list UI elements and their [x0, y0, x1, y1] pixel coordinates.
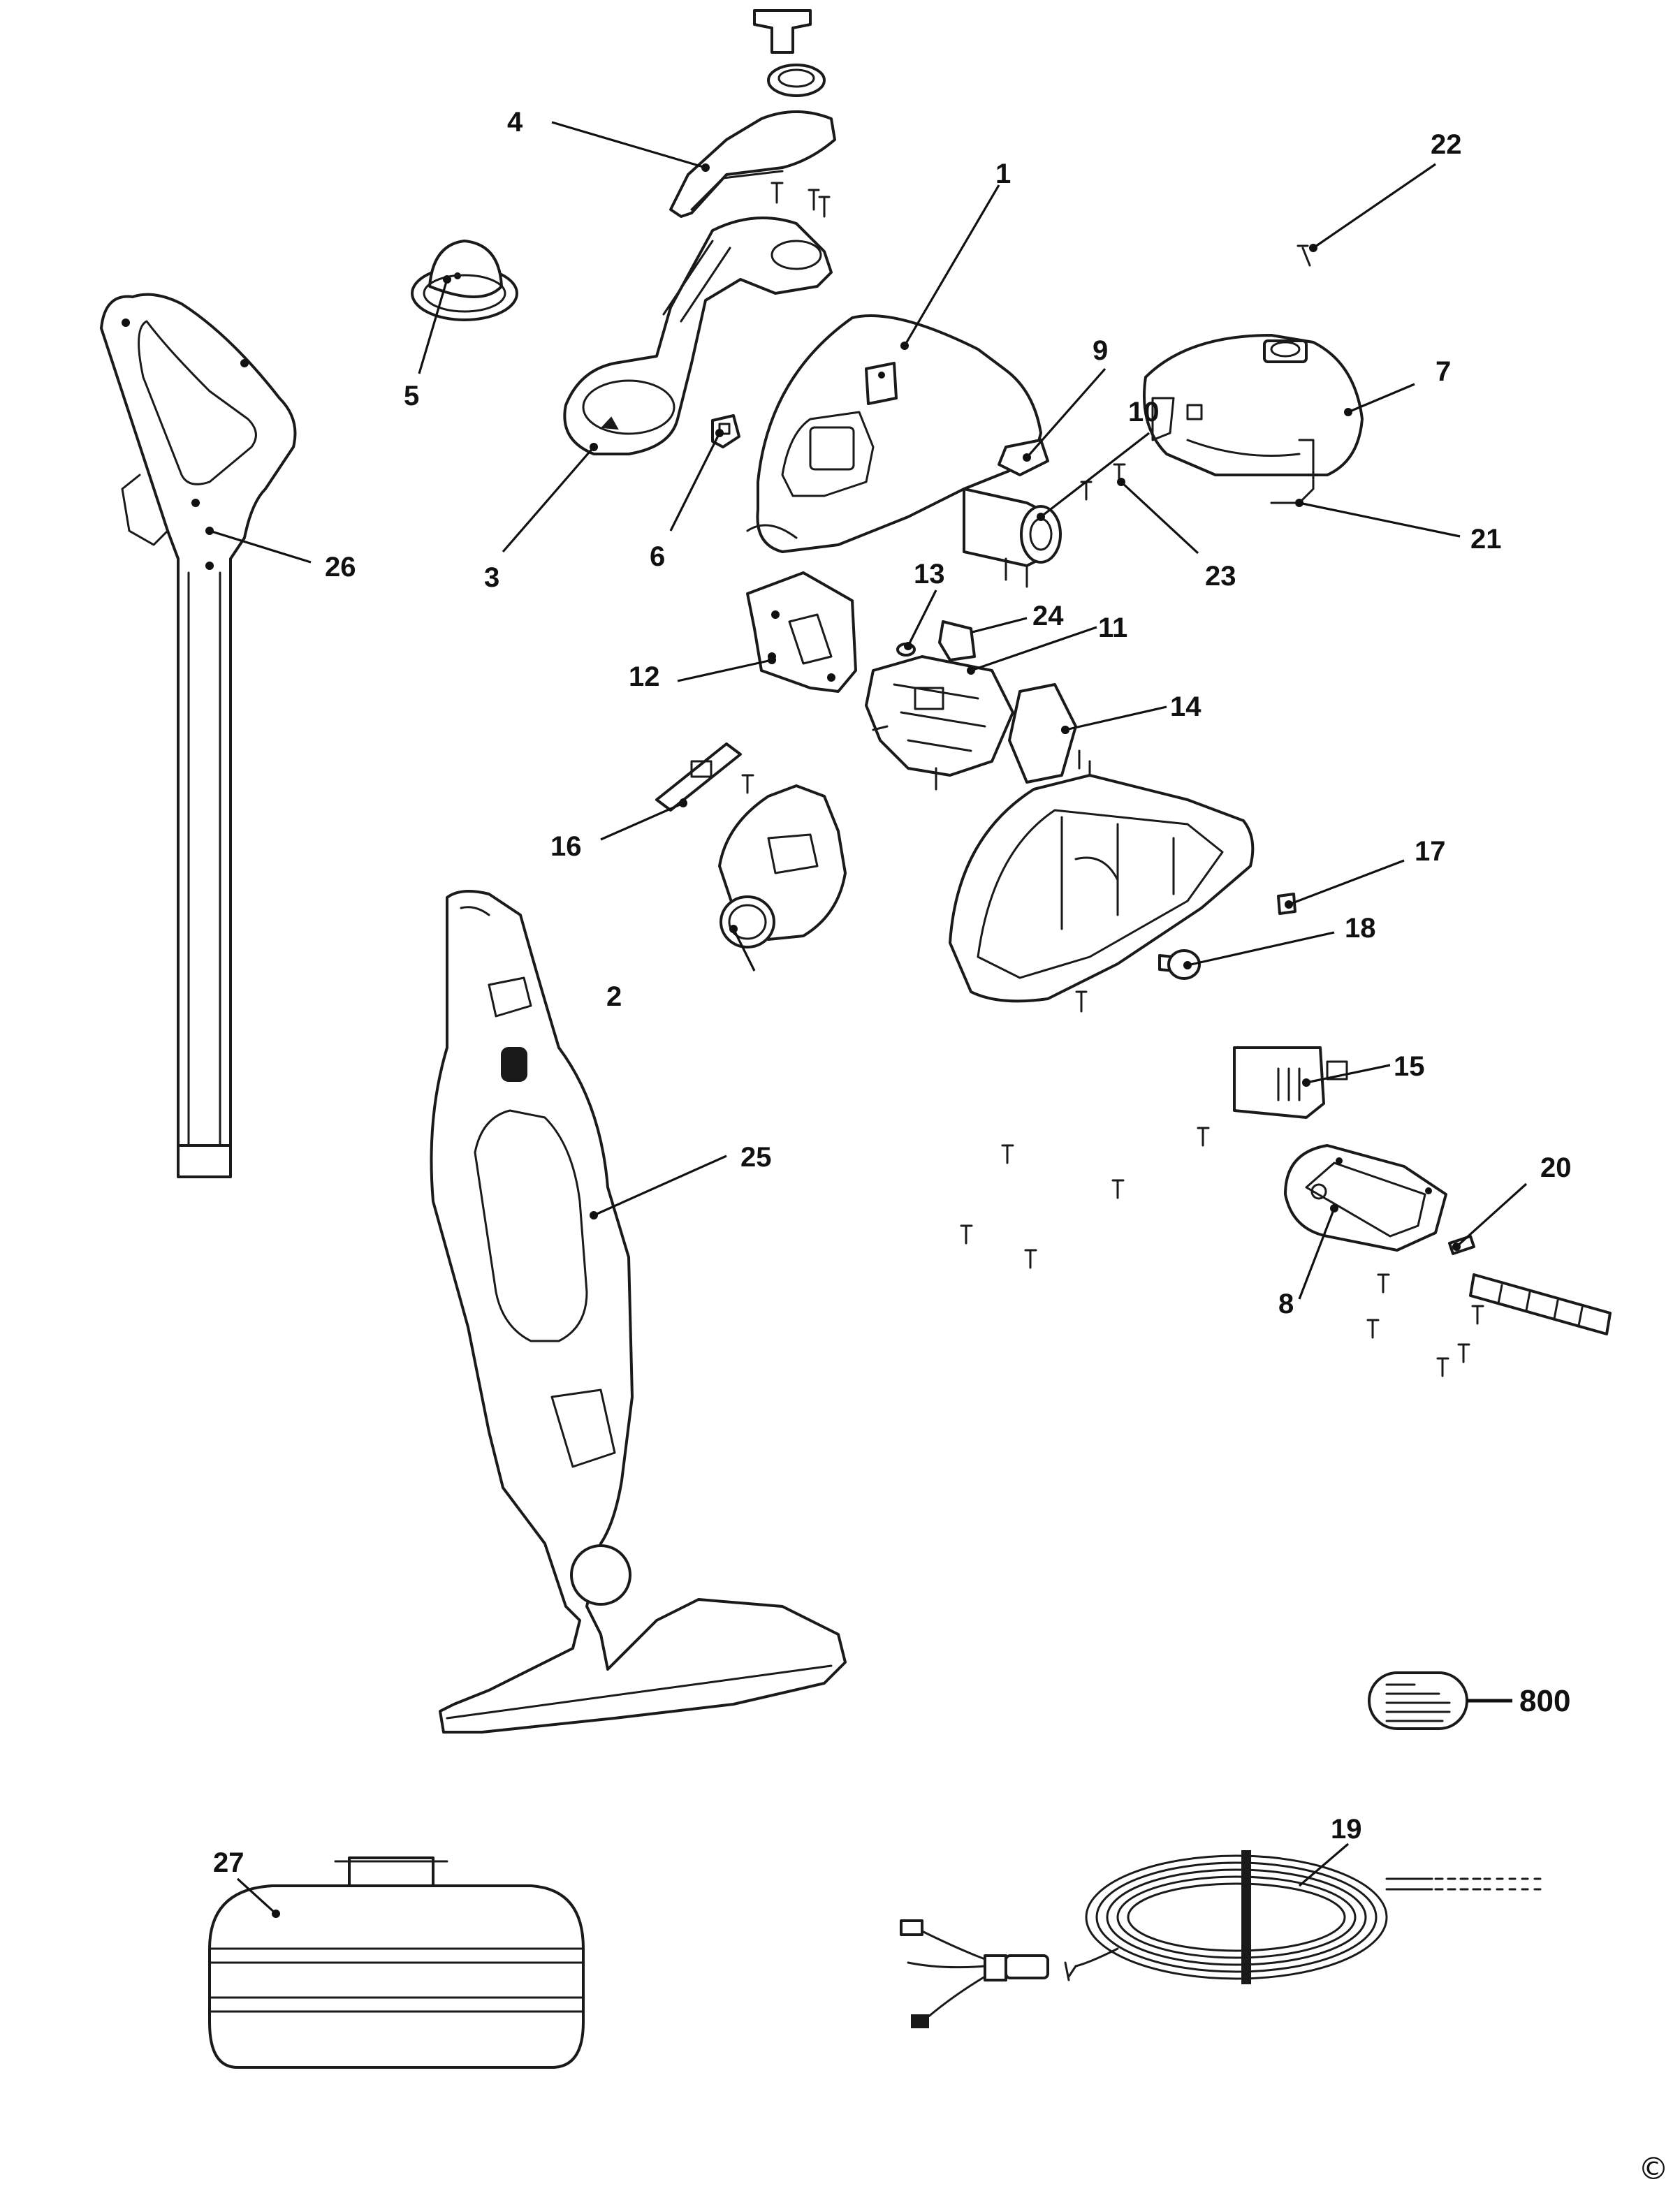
part-26-handle-tube — [100, 293, 297, 1178]
label-part-1: 1 — [995, 159, 1011, 189]
screws-near-part-4 — [770, 182, 831, 218]
part-22-screw — [1296, 244, 1311, 267]
loose-screws — [960, 1127, 1484, 1377]
label-part-9: 9 — [1093, 335, 1108, 366]
label-part-5: 5 — [404, 381, 419, 411]
label-part-18: 18 — [1345, 913, 1376, 944]
part-14-plate — [1008, 683, 1091, 784]
label-part-27: 27 — [213, 1847, 244, 1878]
part-number-labels: 1 2 3 4 5 6 7 8 9 10 11 12 13 14 15 16 1… — [213, 107, 1669, 2187]
part-800-manual-icon — [1368, 1671, 1512, 1730]
label-part-12: 12 — [629, 661, 660, 692]
part-24-fitting — [938, 620, 976, 661]
part-16-pcb — [655, 742, 742, 812]
part-19-hose-coil — [900, 1850, 1542, 2028]
label-part-4: 4 — [507, 107, 523, 138]
part-15-board — [1233, 1046, 1348, 1119]
label-part-13: 13 — [914, 559, 945, 589]
part-27-pad — [208, 1856, 585, 2069]
label-part-7: 7 — [1436, 356, 1451, 387]
label-part-23: 23 — [1205, 561, 1236, 592]
part-12-bracket — [746, 571, 857, 693]
label-part-15: 15 — [1394, 1051, 1425, 1082]
part-11-valve-assembly — [865, 655, 1014, 791]
copyright-symbol: © — [1638, 2151, 1669, 2187]
label-part-6: 6 — [650, 541, 665, 572]
label-part-24: 24 — [1032, 601, 1064, 631]
label-part-22: 22 — [1431, 129, 1462, 160]
brush-tube — [1469, 1273, 1612, 1335]
leader-lines — [205, 121, 1528, 1915]
part-10-motor-pump — [963, 481, 1093, 588]
main-housing-base — [949, 774, 1255, 1013]
part-6-clip — [711, 414, 740, 448]
label-part-16: 16 — [550, 831, 582, 862]
part-1-main-housing — [746, 314, 1042, 553]
part-8-base-cover — [1284, 1144, 1447, 1252]
label-part-8: 8 — [1278, 1289, 1294, 1319]
label-part-20: 20 — [1540, 1152, 1572, 1183]
part-25-vacuum-body — [430, 890, 847, 1734]
label-part-14: 14 — [1170, 691, 1201, 722]
label-part-11: 11 — [1098, 613, 1127, 643]
label-part-26: 26 — [325, 552, 356, 583]
part-7-water-tank — [1143, 334, 1364, 504]
part-5-button-cap — [411, 240, 518, 321]
label-part-19: 19 — [1331, 1814, 1362, 1845]
label-part-25: 25 — [740, 1142, 772, 1173]
label-part-10: 10 — [1128, 397, 1160, 427]
part-4-top-handle — [669, 9, 836, 218]
label-part-3: 3 — [484, 562, 499, 593]
part-2-collar-housing — [718, 774, 847, 948]
part-3-handle-frame — [563, 217, 833, 455]
label-part-2: 2 — [606, 981, 622, 1012]
label-part-17: 17 — [1415, 836, 1446, 867]
label-part-21: 21 — [1470, 524, 1502, 555]
label-part-800: 800 — [1519, 1684, 1570, 1718]
